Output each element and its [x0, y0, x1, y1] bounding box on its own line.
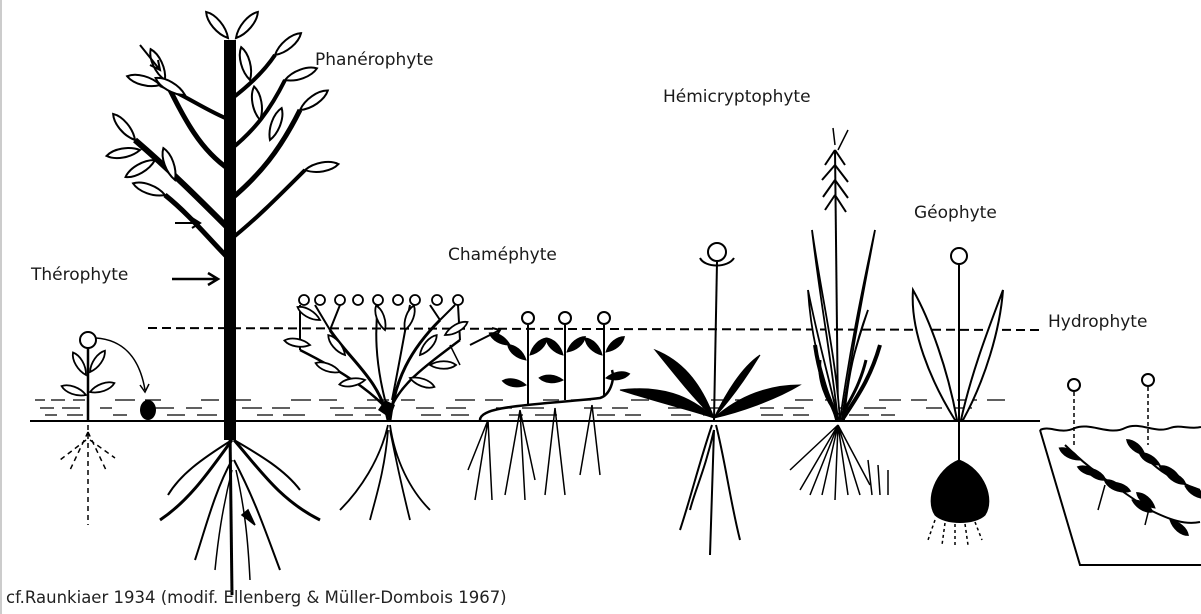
label-geophyte: Géophyte — [914, 203, 997, 223]
label-chamephyte: Chaméphyte — [448, 245, 557, 265]
label-phanerophyte: Phanérophyte — [315, 50, 433, 70]
chamephyte-creeping — [468, 312, 630, 500]
hydrophyte-plant — [1040, 374, 1201, 565]
geophyte-plant — [913, 248, 1003, 545]
therophyte-plant — [60, 332, 156, 525]
dashed-reference-line — [148, 328, 1040, 330]
hemicryptophyte-grass — [790, 128, 888, 500]
hemicryptophyte-rosette — [620, 243, 800, 555]
label-hemicryptophyte: Hémicryptophyte — [663, 87, 811, 107]
label-hydrophyte: Hydrophyte — [1048, 312, 1147, 332]
source-caption: cf.Raunkiaer 1934 (modif. Ellenberg & Mü… — [6, 588, 507, 607]
chamephyte-shrub — [284, 295, 470, 520]
label-therophyte: Thérophyte — [31, 265, 128, 285]
